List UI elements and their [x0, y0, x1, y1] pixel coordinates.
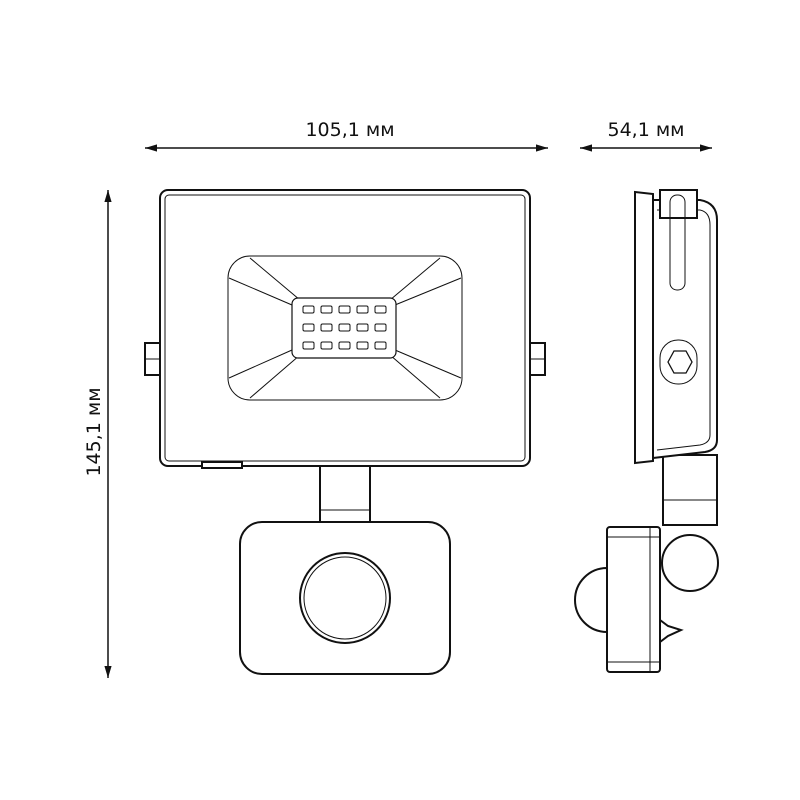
led-array — [302, 305, 387, 350]
reflector-lines — [228, 257, 462, 399]
width-label: 105,1 мм — [305, 119, 394, 141]
led-chip — [356, 305, 369, 314]
led-chip — [338, 341, 351, 350]
led-chip — [356, 323, 369, 332]
front-view — [144, 189, 546, 675]
led-chip — [320, 305, 333, 314]
led-chip — [302, 341, 315, 350]
depth-dimension: 54,1 мм — [580, 119, 712, 152]
led-chip — [320, 341, 333, 350]
led-chip — [338, 323, 351, 332]
led-chip — [302, 323, 315, 332]
depth-label: 54,1 мм — [607, 119, 684, 141]
led-chip — [320, 323, 333, 332]
side-view — [574, 189, 719, 673]
led-chip — [338, 305, 351, 314]
led-chip — [356, 341, 369, 350]
width-dimension: 105,1 мм — [145, 119, 548, 152]
led-chip — [302, 305, 315, 314]
led-chip — [374, 341, 387, 350]
led-chip — [374, 305, 387, 314]
height-label: 145,1 мм — [83, 387, 105, 476]
led-chip — [374, 323, 387, 332]
height-dimension: 145,1 мм — [83, 190, 112, 678]
